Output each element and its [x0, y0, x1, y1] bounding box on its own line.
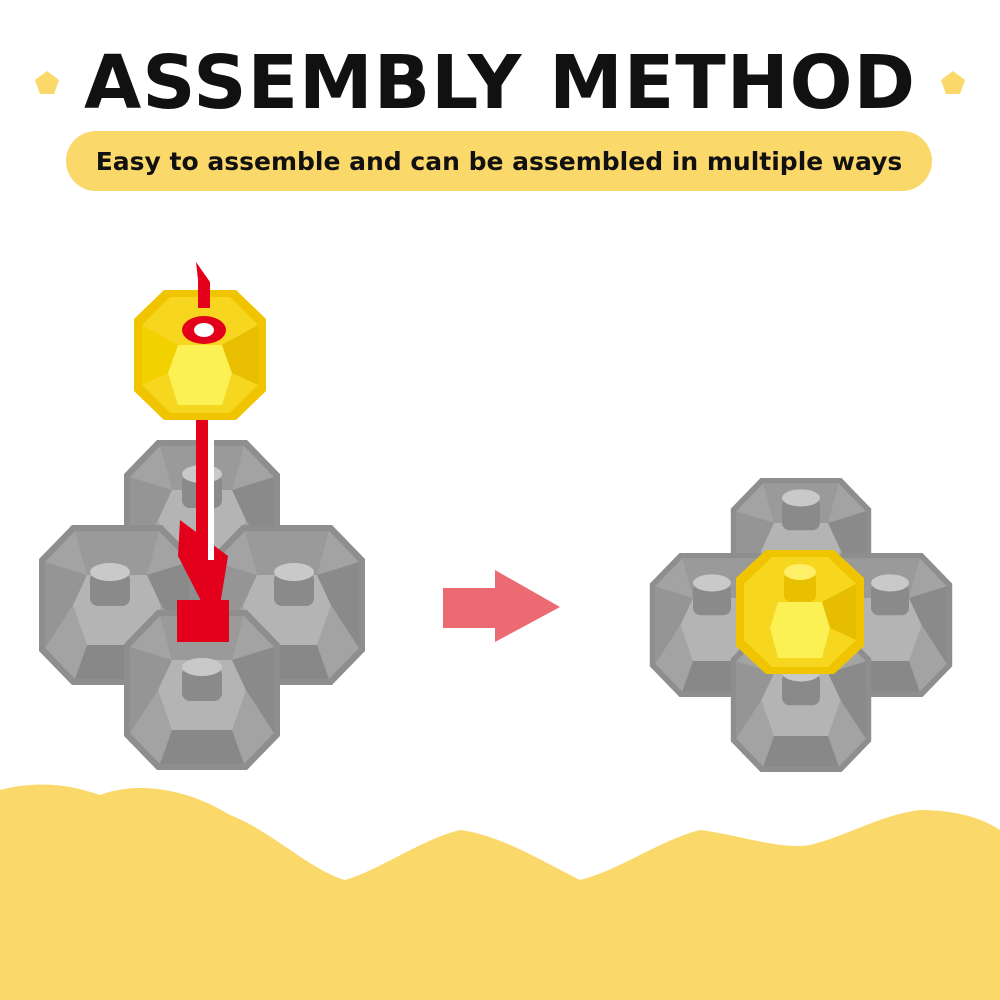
yellow-piece — [134, 290, 266, 420]
assembled-block-right — [649, 478, 953, 772]
right-arrow-icon — [443, 570, 560, 642]
subtitle-text: Easy to assemble and can be assembled in… — [95, 146, 903, 176]
pentagon-icon — [34, 71, 59, 94]
title-row: ASSEMBLY METHOD — [0, 38, 1000, 128]
page-title: ASSEMBLY METHOD — [83, 40, 917, 126]
subtitle-banner: Easy to assemble and can be assembled in… — [66, 131, 932, 191]
socket-marker — [177, 600, 229, 642]
red-down-arrow-icon — [178, 262, 228, 630]
pentagon-icon — [941, 71, 966, 94]
bottom-wave-decoration — [0, 784, 1000, 1000]
